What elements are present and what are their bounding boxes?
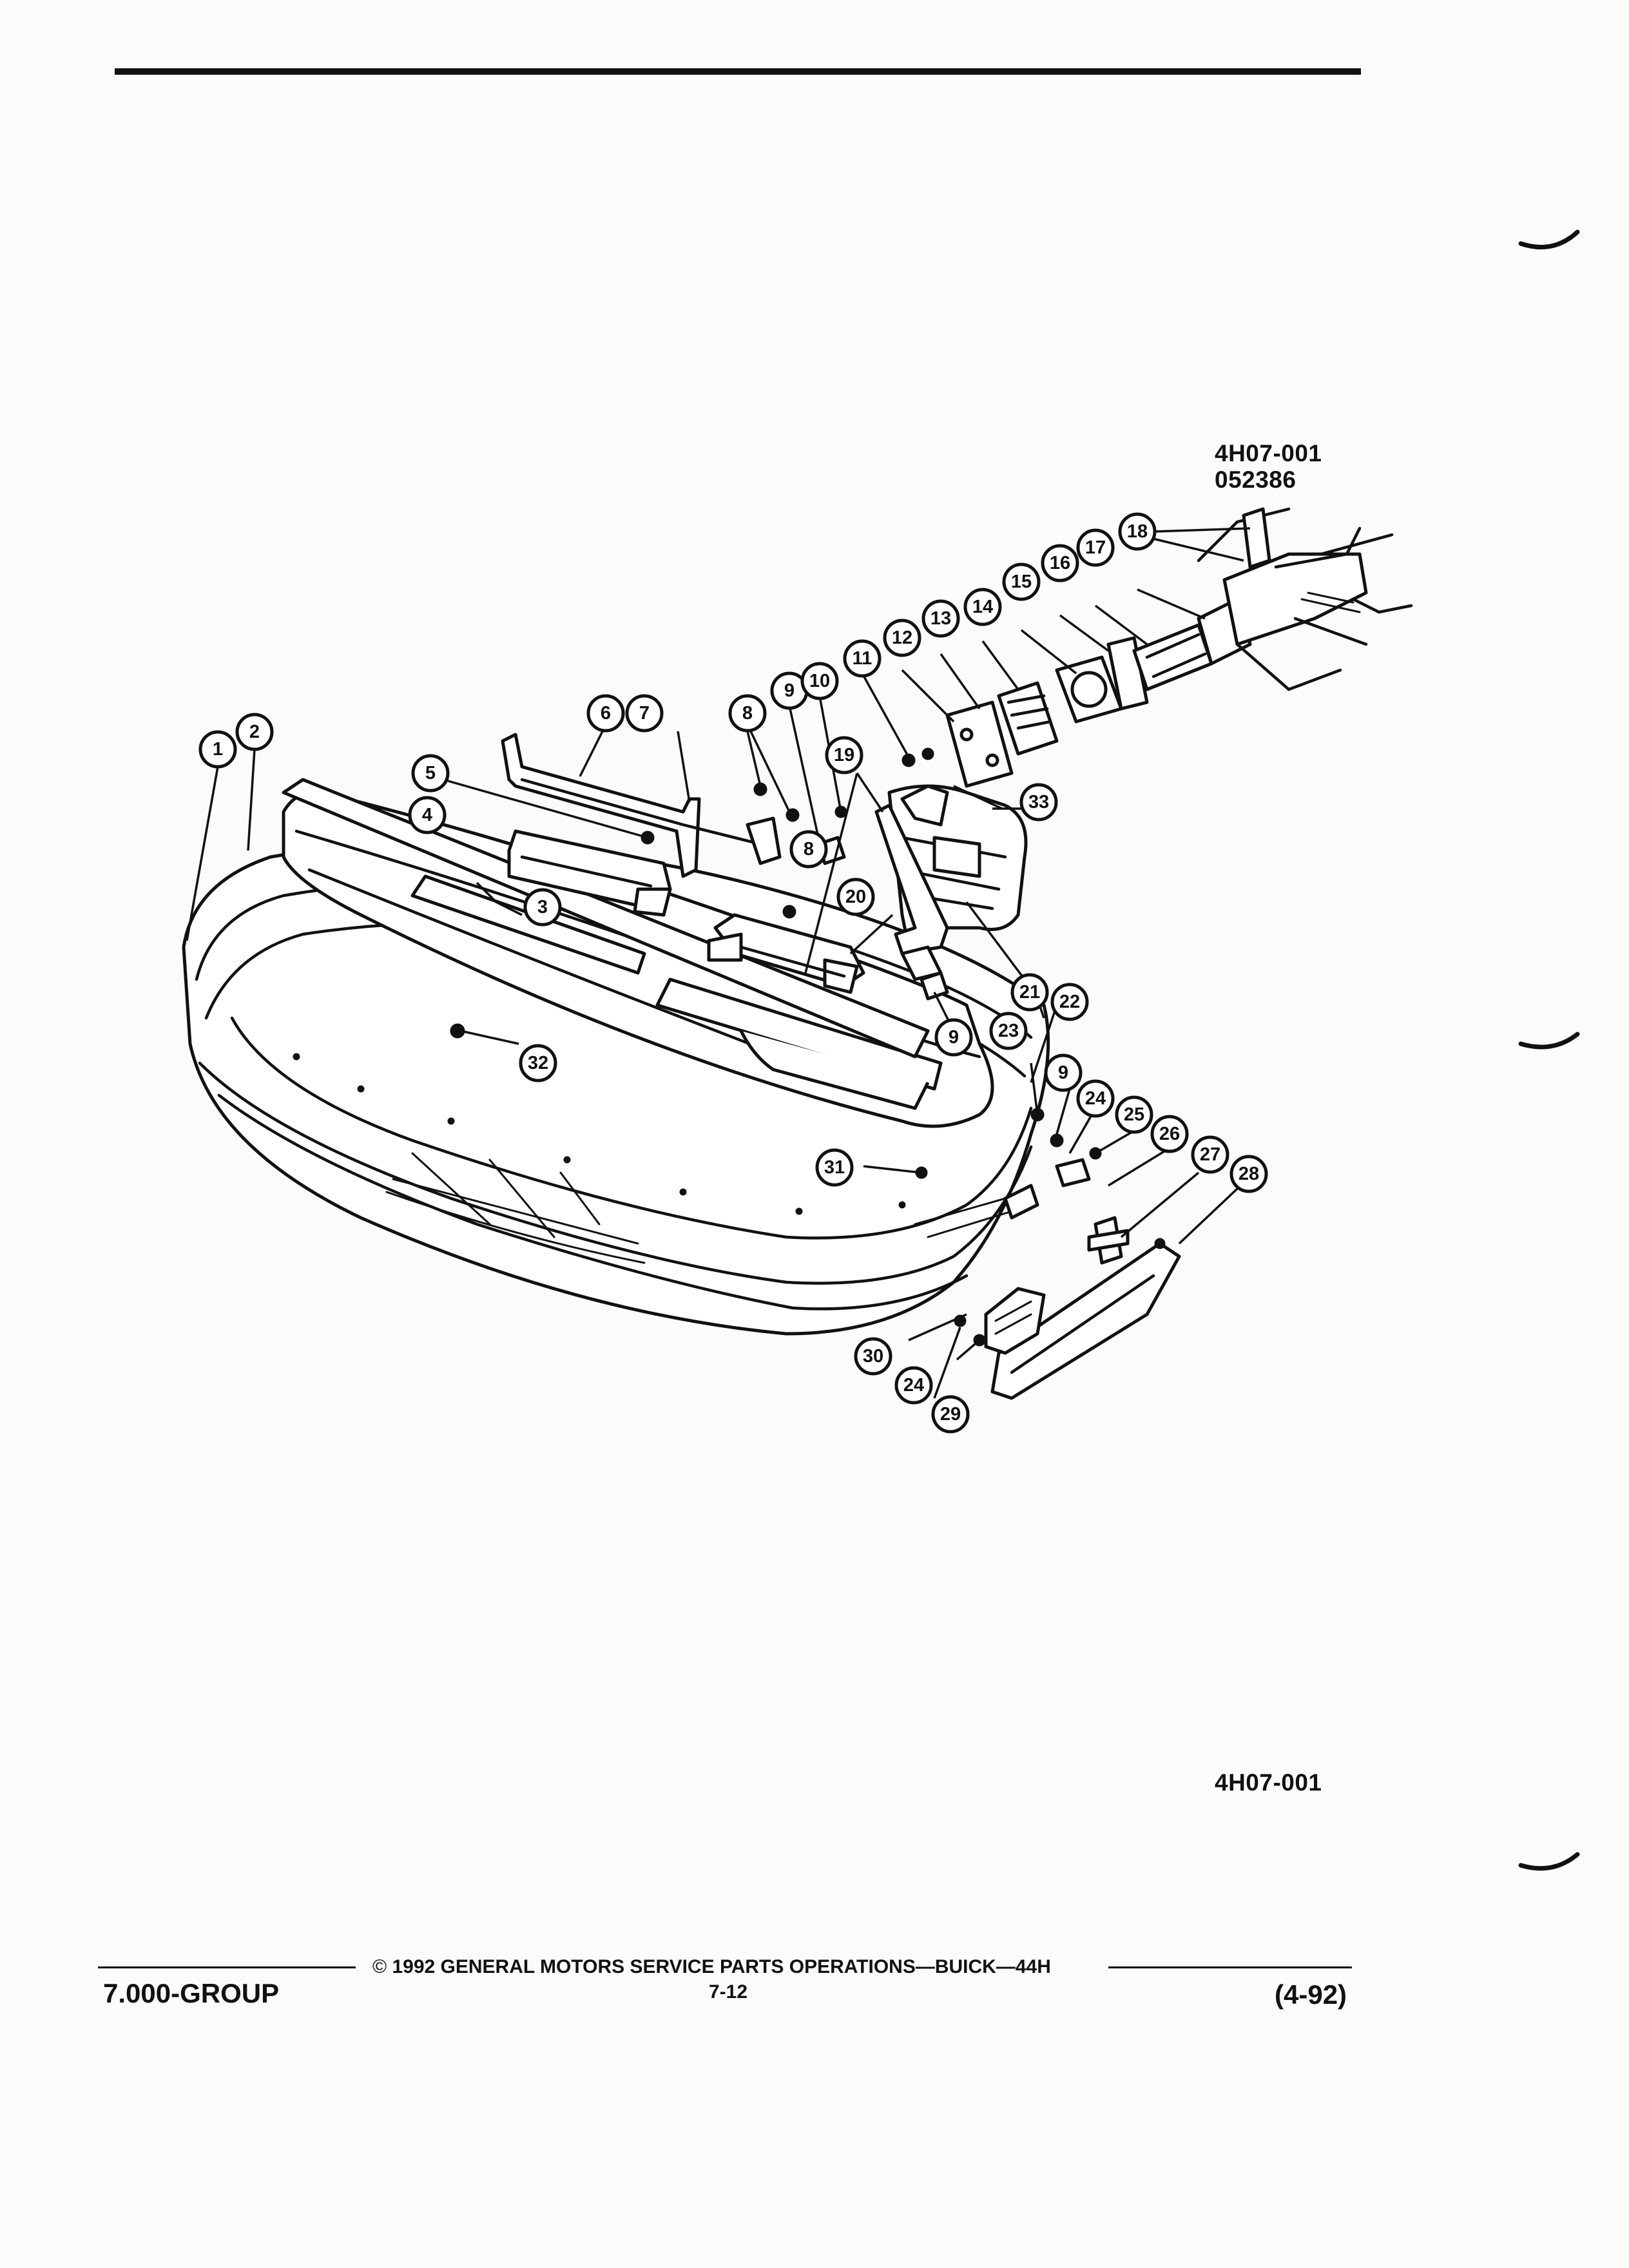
svg-text:6: 6 [601, 703, 611, 724]
callout-17: 17 [1076, 528, 1115, 567]
callout-23: 23 [989, 1012, 1028, 1050]
copyright-symbol: © [372, 1956, 387, 1977]
callout-20: 20 [836, 878, 875, 916]
callout-8b: 8 [789, 830, 828, 869]
svg-text:21: 21 [1019, 982, 1040, 1003]
footer-rule-right [1108, 1966, 1352, 1968]
svg-text:17: 17 [1085, 537, 1106, 558]
callout-16: 16 [1041, 544, 1079, 582]
svg-text:26: 26 [1159, 1124, 1180, 1144]
svg-text:16: 16 [1050, 553, 1070, 573]
callout-11: 11 [843, 639, 882, 678]
frame-rail [1197, 507, 1413, 691]
svg-text:30: 30 [863, 1346, 883, 1367]
svg-text:22: 22 [1059, 992, 1080, 1012]
callout-7: 7 [625, 694, 664, 733]
callout-19: 19 [825, 736, 863, 774]
callout-1: 1 [198, 730, 237, 769]
svg-text:25: 25 [1124, 1104, 1144, 1125]
callout-18: 18 [1118, 512, 1157, 551]
svg-text:8: 8 [804, 839, 814, 860]
svg-text:20: 20 [845, 887, 866, 907]
callout-10: 10 [800, 662, 839, 700]
callout-24a: 24 [1076, 1079, 1115, 1118]
leader-lines [186, 527, 1251, 1399]
footer-copyright: © 1992 GENERAL MOTORS SERVICE PARTS OPER… [372, 1956, 1051, 1978]
svg-text:14: 14 [972, 597, 993, 617]
svg-text:1: 1 [213, 739, 223, 760]
svg-text:19: 19 [834, 745, 854, 765]
margin-marks [1518, 229, 1580, 1871]
callout-9b: 9 [934, 1018, 973, 1057]
svg-text:2: 2 [249, 722, 260, 742]
callout-12: 12 [883, 619, 921, 657]
svg-text:9: 9 [1058, 1062, 1068, 1083]
svg-text:3: 3 [537, 897, 548, 918]
callout-24b: 24 [894, 1366, 933, 1405]
top-rule [115, 68, 1361, 75]
bracket-20 [707, 913, 865, 994]
svg-text:4: 4 [422, 805, 432, 825]
page-number: 7-12 [709, 1981, 748, 2003]
side-marker-29 [984, 1287, 1046, 1355]
callout-5: 5 [411, 754, 450, 793]
callout-31: 31 [815, 1148, 854, 1187]
bracket-27 [1087, 1216, 1130, 1265]
impact-bar [282, 778, 994, 1128]
bracket-4 [507, 829, 672, 917]
svg-text:33: 33 [1028, 792, 1049, 812]
svg-text:18: 18 [1127, 521, 1148, 542]
callout-28: 28 [1229, 1155, 1268, 1193]
callout-21: 21 [1010, 973, 1049, 1012]
svg-text:13: 13 [930, 608, 951, 629]
svg-text:15: 15 [1011, 572, 1032, 592]
svg-text:32: 32 [528, 1053, 548, 1073]
svg-text:11: 11 [853, 648, 872, 669]
svg-text:7: 7 [639, 703, 650, 724]
callouts: 1 2 3 4 5 6 7 8 8 9 9 9 10 11 12 13 14 1… [198, 512, 1268, 1434]
brace-19 [874, 803, 949, 981]
energy-absorber [1055, 597, 1252, 724]
footer-date: (4-92) [1275, 1979, 1347, 2010]
copyright-text: 1992 GENERAL MOTORS SERVICE PARTS OPERAT… [392, 1956, 1051, 1977]
svg-text:29: 29 [940, 1404, 961, 1425]
callout-29: 29 [931, 1395, 970, 1434]
callout-27: 27 [1191, 1135, 1229, 1174]
svg-text:28: 28 [1239, 1164, 1259, 1184]
svg-text:9: 9 [784, 680, 795, 701]
footer-rule-left [98, 1966, 356, 1968]
callout-30: 30 [854, 1337, 892, 1376]
callout-9c: 9 [1044, 1053, 1083, 1092]
mount-plates [945, 681, 1059, 788]
svg-text:9: 9 [949, 1027, 959, 1048]
svg-text:5: 5 [425, 763, 436, 783]
bracket-6-7 [501, 733, 782, 878]
svg-text:31: 31 [824, 1157, 845, 1178]
callout-13: 13 [921, 599, 960, 638]
svg-text:24: 24 [1085, 1088, 1106, 1109]
callout-33: 33 [1019, 783, 1058, 822]
callout-4: 4 [408, 796, 447, 834]
figure-date-code: 052386 [1215, 466, 1296, 493]
callout-25: 25 [1115, 1095, 1153, 1134]
callout-8a: 8 [728, 694, 767, 733]
svg-text:10: 10 [809, 671, 830, 691]
footer-group: 7.000-GROUP [103, 1978, 280, 2008]
callout-2: 2 [235, 713, 274, 751]
svg-text:23: 23 [998, 1021, 1019, 1041]
callout-26: 26 [1150, 1115, 1189, 1153]
callout-14: 14 [963, 588, 1002, 626]
figure-code-bottom: 4H07-001 [1215, 1769, 1322, 1796]
callout-15: 15 [1002, 562, 1041, 601]
svg-text:8: 8 [742, 703, 753, 724]
callout-32: 32 [519, 1044, 557, 1082]
callout-3: 3 [523, 888, 562, 927]
svg-text:27: 27 [1200, 1144, 1220, 1165]
svg-text:12: 12 [892, 628, 912, 648]
callout-6: 6 [586, 694, 625, 733]
callout-22: 22 [1050, 983, 1089, 1021]
figure-code-top: 4H07-001 [1215, 440, 1322, 466]
svg-text:24: 24 [903, 1375, 924, 1396]
